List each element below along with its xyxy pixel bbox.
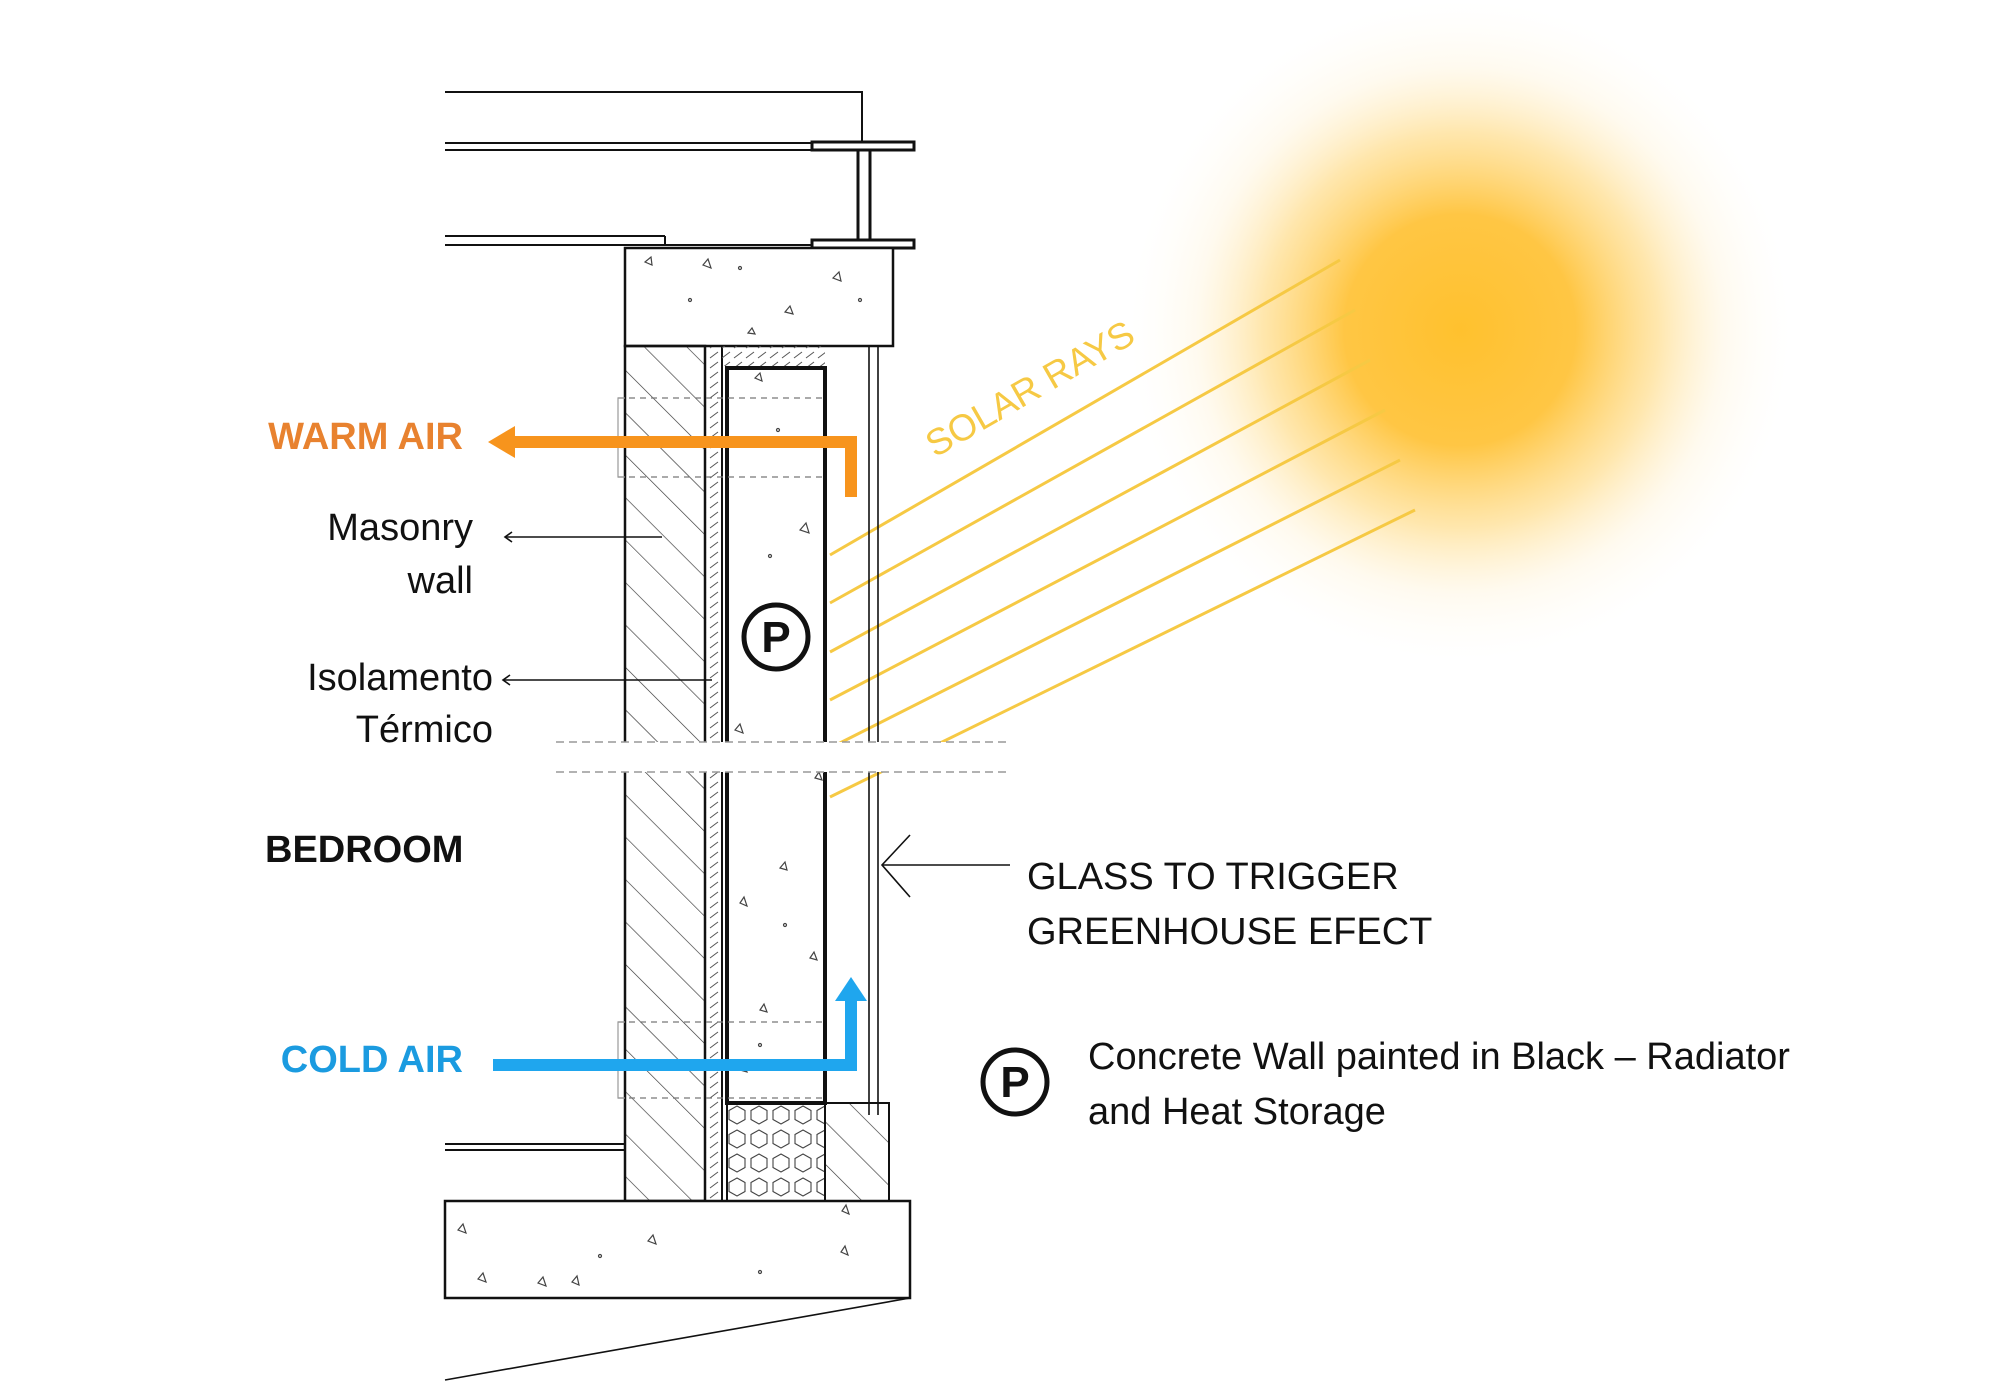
insulation-label-line1: Isolamento <box>307 657 493 699</box>
p-symbol: P <box>761 613 790 662</box>
p-symbol-circle <box>741 602 811 672</box>
upper-slab-lines <box>445 91 863 246</box>
legend-text-line1: Concrete Wall painted in Black – Radiato… <box>1088 1036 1790 1078</box>
section-break-lines <box>556 741 1006 773</box>
bedroom-label: BEDROOM <box>265 829 463 871</box>
bedroom-floor-lines <box>445 1143 625 1151</box>
solar-ray <box>829 358 1371 654</box>
glass-label-line2: GREENHOUSE EFECT <box>1027 911 1432 953</box>
masonry-wall-label-line2: wall <box>407 560 473 602</box>
bottom-concrete-block <box>824 1102 890 1202</box>
floor-aggregate-marks <box>456 1203 850 1288</box>
glass-leader <box>880 834 1010 898</box>
floor-slab <box>443 1199 912 1300</box>
glass-label-line1: GLASS TO TRIGGER <box>1027 856 1399 898</box>
insulation-label-line2: Térmico <box>356 709 493 751</box>
section-break-gap <box>556 742 1006 772</box>
solar-ray <box>829 308 1356 605</box>
opening-dashed-lines <box>618 397 825 1099</box>
thermal-insulation <box>704 345 723 1202</box>
solar-ray <box>829 458 1401 750</box>
warm-air-label: WARM AIR <box>268 416 463 458</box>
masonry-wall-label-line1: Masonry <box>327 507 473 549</box>
cavity-top-band <box>722 346 825 366</box>
legend-p-circle <box>980 1047 1050 1117</box>
cold-air-label: COLD AIR <box>281 1039 463 1081</box>
warm-air-arrow <box>488 426 857 497</box>
steel-i-beam <box>810 140 916 250</box>
ground-line <box>444 1297 911 1381</box>
legend-text-line2: and Heat Storage <box>1088 1091 1386 1133</box>
sun-glow <box>1130 0 1790 660</box>
cold-air-arrow <box>493 977 867 1071</box>
legend-p-symbol: P <box>1000 1058 1029 1107</box>
trombe-concrete-wall <box>725 366 827 1105</box>
solar-ray <box>829 258 1341 557</box>
glass-pane <box>868 345 879 1115</box>
solar-rays-label: SOLAR RAYS <box>919 313 1142 465</box>
masonry-leader <box>503 531 662 543</box>
masonry-wall <box>623 344 707 1203</box>
solar-rays <box>829 258 1416 799</box>
trombe-wall-aggregate <box>733 371 823 1073</box>
gravel-fill <box>726 1102 826 1202</box>
concrete-lintel <box>623 246 895 348</box>
solar-ray <box>829 408 1386 702</box>
concrete-aggregate-marks <box>643 255 863 335</box>
insulation-leader <box>501 674 712 686</box>
